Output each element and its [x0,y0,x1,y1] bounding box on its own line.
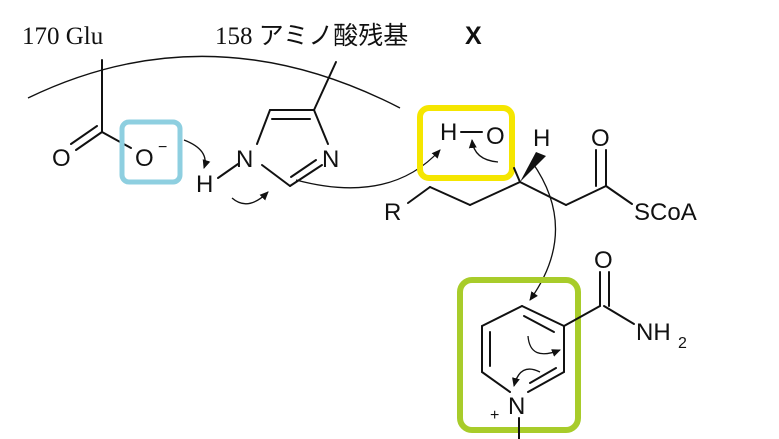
amide-nh: NH [636,319,671,346]
arrow-ring-electron-shift-1 [527,335,561,357]
glu-co-double-bond-a [75,131,103,151]
chain-bond-c3-c4 [519,181,567,206]
ring-bond-c4-c3 [521,305,565,327]
glu-carbonyl-oxygen: O [52,145,71,172]
imidazole-hydrogen: H [196,171,213,198]
pyridinium-nitrogen: N [508,393,525,420]
amide-oxygen: O [594,247,613,274]
carboxylate-oxygen: O [135,145,154,172]
nh-bond [217,163,239,179]
amide-subscript: 2 [678,335,687,352]
hydroxyl-hydrogen: H [440,119,457,146]
chain-bond-c4-c5 [565,185,607,206]
wedge-bond [520,152,546,182]
imidazole-bond-c2-n3-inner [290,159,317,178]
imidazole-bond-c2-n3 [289,164,323,187]
thioester-oxygen: O [591,125,610,152]
imidazole-nitrogen-1: N [236,146,253,173]
arrow-imidazole-electron-shift [231,191,269,205]
imidazole-bond-n1-c2 [261,164,291,187]
imidazole-bond-n1-c5 [256,109,271,145]
ring-bond-c2-n [527,371,565,393]
pyridinium-charge: + [490,407,499,424]
glu-co-double-bond-b [70,125,98,145]
imidazole-nitrogen-3: N [322,146,339,173]
ring-bond-c5-c4 [481,305,523,327]
thioester-cs-bond [605,185,633,205]
carboxylate-highlight-box [119,119,183,185]
chain-bond-c2-c1 [429,186,471,206]
ring-bond-n-c6 [481,371,511,393]
glu-co-single-bond [101,131,132,149]
imidazole-bond-c4-n3 [313,109,329,145]
carboxylate-charge: − [158,139,167,156]
residue-158-label: 158 アミノ酸残基 [215,22,408,50]
co-bond-to-carbon [513,167,521,183]
r-group: R [384,199,401,226]
chain-bond-c1-r [407,186,431,204]
wedge-hydrogen: H [533,125,550,152]
chain-bond-c3-c2 [469,181,521,206]
his-side-chain-bond [313,61,337,111]
residue-170-label: 170 Glu [22,23,104,50]
ring-bond-c2-n-inner [529,367,557,384]
arrow-hydride-transfer [529,161,557,301]
arrow-ring-electron-shift-2 [512,368,541,387]
hydroxyl-oxygen: O [486,123,505,150]
ring-bond-c4-c3-inner [523,315,555,333]
hydroxyl-highlight-box [417,105,515,181]
arrow-oh-bond-break [468,139,499,163]
residue-x-label: X [465,22,482,50]
arrow-n-to-hydroxyl-h [295,149,441,189]
scoa-group: SCoA [634,199,697,226]
carboxamide-bond [563,305,601,327]
amide-cn-bond [603,305,635,325]
arrow-carboxylate-to-h [183,139,211,169]
protein-backbone-arc [27,55,401,109]
